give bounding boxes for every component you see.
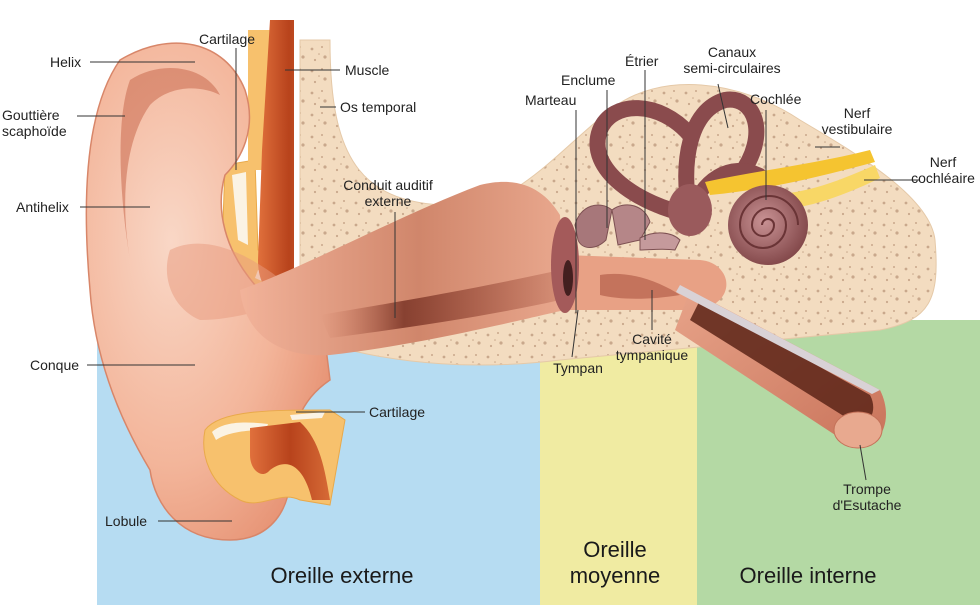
label-trompe-line1: Trompe: [843, 481, 891, 497]
lower-muscle: [250, 422, 330, 500]
label-nerf-vest-line2: vestibulaire: [822, 121, 893, 137]
label-etrier: Étrier: [625, 53, 659, 69]
label-conduit-line2: externe: [365, 193, 412, 209]
label-os-temporal: Os temporal: [340, 99, 416, 115]
label-tympan: Tympan: [553, 360, 603, 376]
label-gouttiere-line2: scaphoïde: [2, 123, 67, 139]
vestibular-nerve: [705, 150, 875, 195]
middle-ear-zone: [540, 330, 697, 605]
label-canaux-line1: Canaux: [708, 44, 756, 60]
label-cochlee: Cochlée: [750, 91, 802, 107]
label-gouttiere-line1: Gouttière: [2, 107, 60, 123]
label-cavite-line1: Cavité: [632, 331, 672, 347]
malleus: [574, 204, 613, 248]
label-trompe-line2: d'Esutache: [833, 497, 902, 513]
zone-title-outer: Oreille externe: [270, 563, 413, 588]
zone-title-inner: Oreille interne: [740, 563, 877, 588]
label-nerf-vest-line1: Nerf: [844, 105, 871, 121]
label-lobule: Lobule: [105, 513, 147, 529]
zone-title-middle-line2: moyenne: [570, 563, 661, 588]
leader-lines: [77, 48, 920, 522]
label-marteau: Marteau: [525, 92, 576, 108]
label-nerf-coch-line2: cochléaire: [911, 170, 975, 186]
label-conque: Conque: [30, 357, 79, 373]
label-cartilage-top: Cartilage: [199, 31, 255, 47]
label-cartilage-bottom: Cartilage: [369, 404, 425, 420]
label-canaux-line2: semi-circulaires: [683, 60, 780, 76]
label-antihelix: Antihelix: [16, 199, 69, 215]
label-muscle: Muscle: [345, 62, 390, 78]
label-conduit-line1: Conduit auditif: [343, 177, 433, 193]
upper-muscle: [258, 20, 320, 300]
label-enclume: Enclume: [561, 72, 616, 88]
label-helix: Helix: [50, 54, 81, 70]
stapes: [639, 232, 681, 251]
label-cavite-line2: tympanique: [616, 347, 689, 363]
zone-title-middle-line1: Oreille: [583, 537, 647, 562]
label-nerf-coch-line1: Nerf: [930, 154, 957, 170]
